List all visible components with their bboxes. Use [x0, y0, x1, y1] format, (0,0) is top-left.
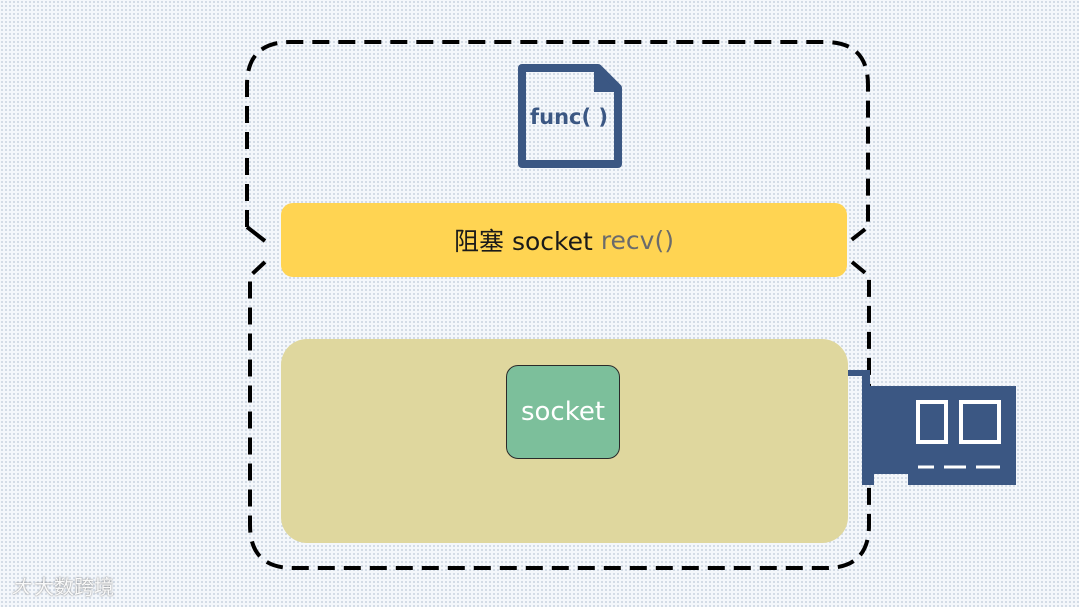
process-boundary-upper-left-tail [245, 225, 267, 243]
process-boundary-lower [248, 260, 871, 570]
network-card-icon [848, 370, 1016, 485]
function-label: func( ) [514, 100, 624, 134]
watermark-text: 大数跨境 [34, 575, 114, 599]
watermark-logo: 大 [12, 576, 30, 598]
function-file-icon [518, 64, 622, 168]
blocking-recv-banner: 阻塞 socket recv() [281, 203, 847, 277]
watermark: 大 大数跨境 [12, 571, 114, 600]
socket-label: socket [520, 397, 606, 427]
process-boundary-upper [245, 40, 870, 243]
recv-label: recv() [600, 225, 674, 255]
function-label-text: func( ) [530, 105, 608, 129]
socket-box: socket [506, 365, 620, 459]
blocking-socket-label: 阻塞 socket [454, 227, 593, 256]
